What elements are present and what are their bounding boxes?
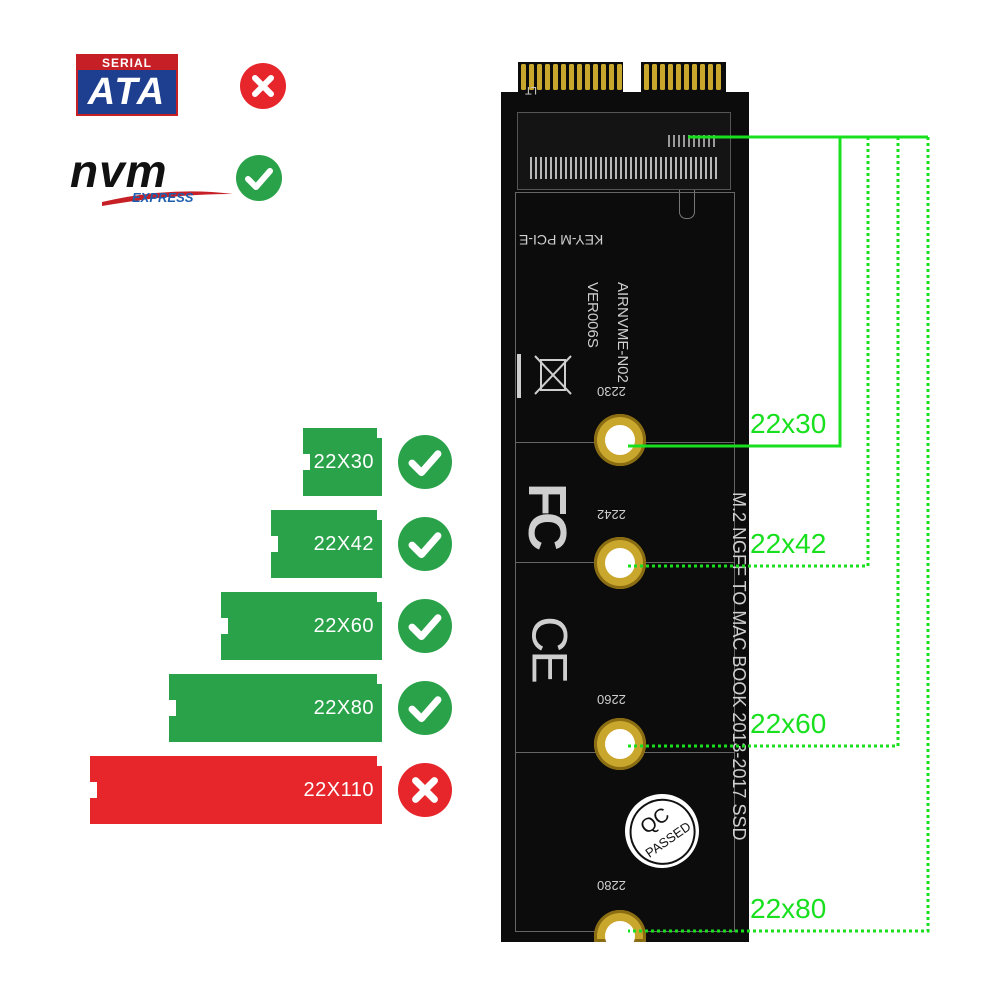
guide-22x80 xyxy=(628,137,930,933)
module-label: 22X42 xyxy=(313,532,374,555)
gold-fingers xyxy=(521,64,721,90)
ssd-module-22x80: 22X80 xyxy=(168,674,383,742)
module-notch xyxy=(377,756,383,766)
gold-finger xyxy=(537,64,542,90)
gold-finger xyxy=(617,64,622,90)
check-circle-icon xyxy=(398,517,452,571)
gold-finger xyxy=(676,64,681,90)
module-notch xyxy=(168,700,176,716)
gold-finger xyxy=(593,64,598,90)
sata-logo-top-text: SERIAL xyxy=(78,56,176,70)
ssd-module-22x30: 22X30 xyxy=(302,428,383,496)
dimension-label-22x30: 22x30 xyxy=(750,408,827,439)
nvm-logo-sub-text: EXPRESS xyxy=(132,190,194,205)
module-label: 22X30 xyxy=(313,450,374,473)
module-notch xyxy=(270,536,278,552)
key-notch-outline xyxy=(679,190,695,219)
gold-finger xyxy=(601,64,606,90)
module-notch xyxy=(220,618,228,634)
adapter-board: LT KEY-M PCI-E M.2 NGFF TO MAC BOOK 2013… xyxy=(501,62,749,942)
module-notch xyxy=(89,782,97,798)
module-label: 22X80 xyxy=(313,696,374,719)
gold-finger xyxy=(684,64,689,90)
mounting-hole-2242 xyxy=(594,537,646,589)
module-notch xyxy=(377,674,383,684)
mounting-hole-2230 xyxy=(594,414,646,466)
module-label: 22X60 xyxy=(313,614,374,637)
gold-finger xyxy=(652,64,657,90)
check-circle-icon xyxy=(236,155,282,201)
cross-circle-icon xyxy=(398,763,452,817)
nvm-logo-main-text: nvm xyxy=(70,145,168,197)
guide-22x60 xyxy=(628,137,900,748)
gold-finger xyxy=(553,64,558,90)
mounting-hole-2260 xyxy=(594,718,646,770)
gold-finger xyxy=(529,64,534,90)
serial-ata-logo: SERIAL ATA xyxy=(76,54,178,116)
dimension-label-22x42: 22x42 xyxy=(750,528,827,559)
nvm-express-logo: nvm EXPRESS xyxy=(70,145,233,212)
gold-finger xyxy=(668,64,673,90)
gold-finger xyxy=(609,64,614,90)
gold-finger xyxy=(577,64,582,90)
gold-finger xyxy=(561,64,566,90)
dimension-label-22x80: 22x80 xyxy=(750,893,827,924)
ssd-module-22x42: 22X42 xyxy=(270,510,383,578)
module-notch xyxy=(302,454,310,470)
ssd-module-22x60: 22X60 xyxy=(220,592,383,660)
dimension-label-22x60: 22x60 xyxy=(750,708,827,739)
gold-finger xyxy=(708,64,713,90)
gold-finger xyxy=(692,64,697,90)
guide-22x42 xyxy=(628,137,870,568)
socket-pins xyxy=(530,157,720,179)
gold-finger xyxy=(585,64,590,90)
gold-finger xyxy=(660,64,665,90)
gold-finger xyxy=(716,64,721,90)
gold-finger xyxy=(700,64,705,90)
module-notch xyxy=(377,510,383,520)
gold-finger xyxy=(545,64,550,90)
guide-22x30 xyxy=(628,137,842,448)
weee-bin-icon xyxy=(517,354,572,398)
module-notch xyxy=(377,428,383,438)
module-notch xyxy=(377,592,383,602)
ssd-module-22x110: 22X110 xyxy=(89,756,383,824)
gold-finger xyxy=(521,64,526,90)
check-circle-icon xyxy=(398,681,452,735)
check-circle-icon xyxy=(398,599,452,653)
module-label: 22X110 xyxy=(303,778,374,801)
nvm-logo-swoosh xyxy=(102,191,233,206)
check-circle-icon xyxy=(398,435,452,489)
sata-logo-main-text: ATA xyxy=(87,71,167,113)
m2-socket xyxy=(517,112,731,190)
gold-finger xyxy=(644,64,649,90)
gold-finger xyxy=(569,64,574,90)
cross-circle-icon xyxy=(240,63,286,109)
